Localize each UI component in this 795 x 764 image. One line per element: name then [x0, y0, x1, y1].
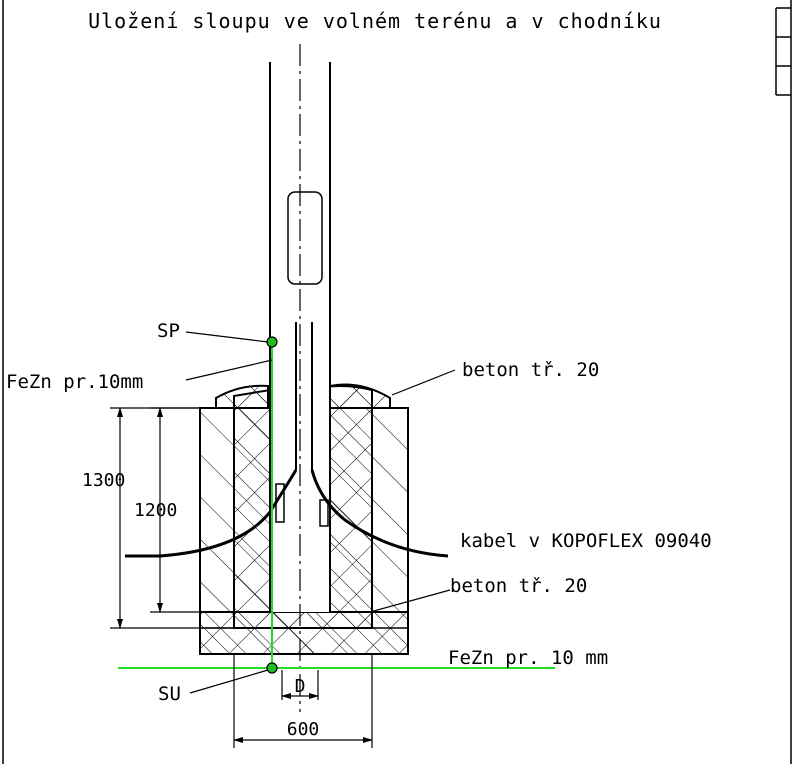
terminal-sp [266, 336, 278, 348]
label-sp: SP [157, 320, 180, 342]
dimension-diameter [281, 670, 319, 700]
terminal-su [266, 662, 278, 674]
bottom-slab [199, 611, 409, 655]
dimension-depth-inner [150, 407, 270, 613]
label-fezn-top: FeZn pr.10mm [6, 371, 143, 393]
pole-brackets [275, 483, 329, 527]
dim-label-depth-outer: 1300 [82, 470, 125, 491]
earthing-conductor [118, 336, 555, 674]
dim-label-width: 600 [287, 719, 320, 740]
cable-tubes [295, 322, 313, 470]
leader-lines [185, 331, 456, 694]
service-door [287, 191, 323, 285]
frame-border-marks [775, 7, 791, 96]
dim-label-depth-inner: 1200 [134, 500, 177, 521]
label-fezn-bottom: FeZn pr. 10 mm [448, 647, 608, 669]
label-kabel: kabel v KOPOFLEX 09040 [460, 530, 712, 552]
drawing-title: Uložení sloupu ve volném terénu a v chod… [88, 9, 662, 33]
cables [125, 469, 449, 558]
label-su: SU [158, 683, 181, 705]
label-beton-top: beton tř. 20 [462, 359, 599, 381]
dim-label-diameter: D [295, 676, 306, 697]
dimension-width [233, 654, 373, 748]
label-beton-bottom: beton tř. 20 [450, 575, 587, 597]
